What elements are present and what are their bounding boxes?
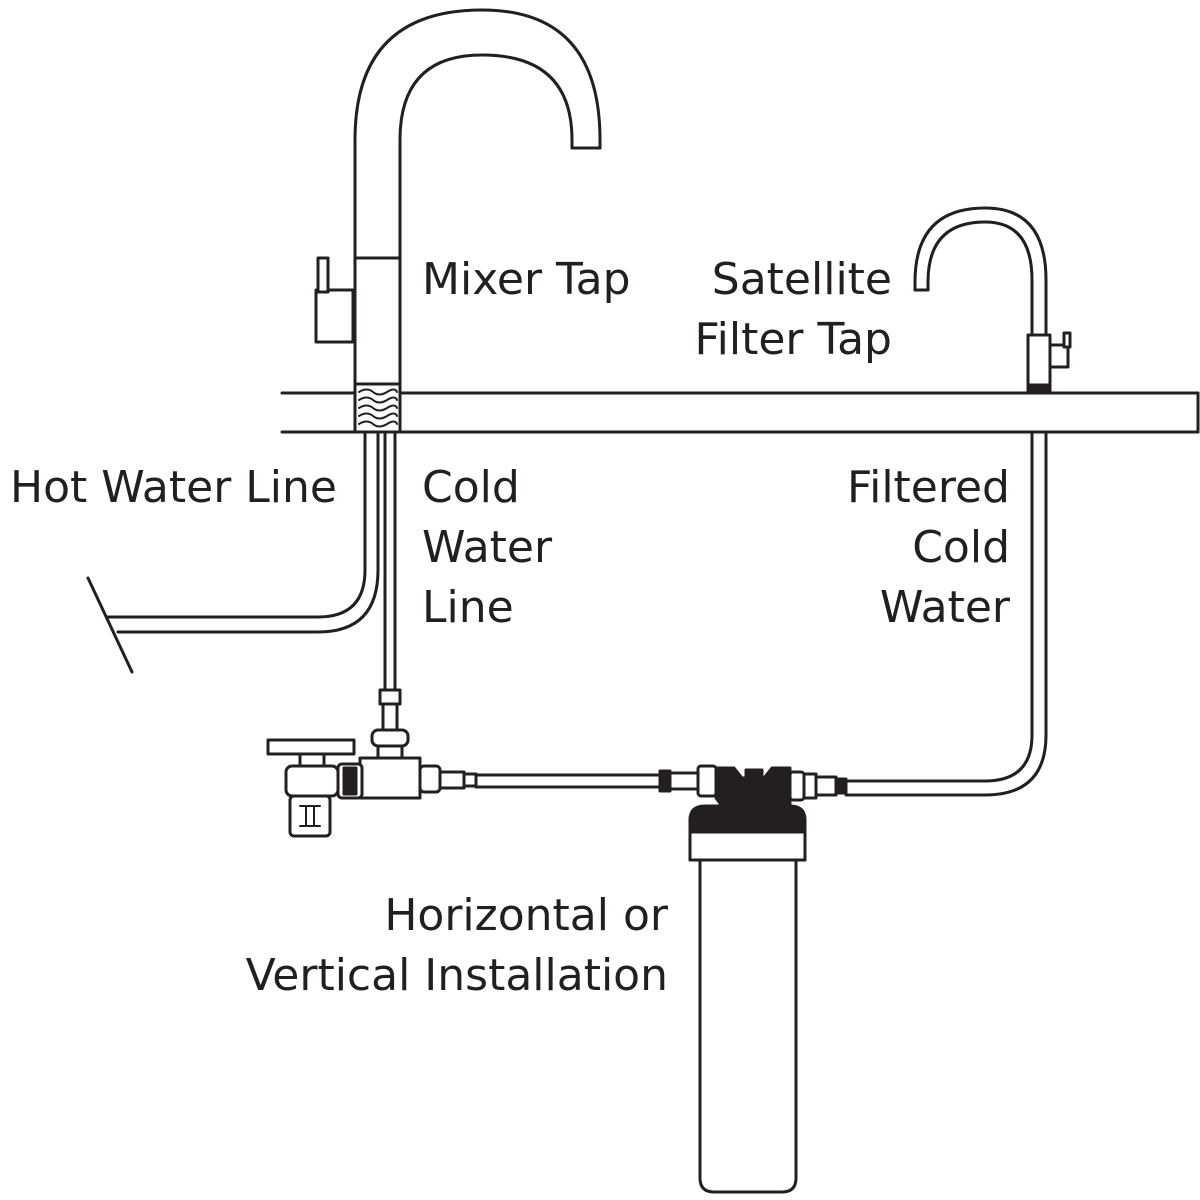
satellite-filter-tap-label: Satellite Filter Tap <box>694 254 892 365</box>
t-connector <box>358 756 478 800</box>
installation-note: Horizontal or Vertical Installation <box>245 890 668 1001</box>
isolation-valve <box>266 738 364 838</box>
hot-water-line-label: Hot Water Line <box>10 462 337 513</box>
cold-water-line <box>370 430 410 760</box>
cold-water-line-label: Cold Water Line <box>422 462 553 633</box>
inlet-pipe <box>474 764 718 798</box>
filtered-water-line <box>844 430 1048 797</box>
mixer-tap-label: Mixer Tap <box>422 254 631 305</box>
hot-water-line <box>86 430 380 674</box>
satellite-filter-tap <box>913 206 1072 395</box>
countertop <box>280 391 1200 434</box>
mixer-tap <box>314 8 602 434</box>
filtered-cold-water-label: Filtered Cold Water <box>846 462 1010 633</box>
outlet-fittings <box>788 770 848 802</box>
water-filter <box>688 766 807 1194</box>
